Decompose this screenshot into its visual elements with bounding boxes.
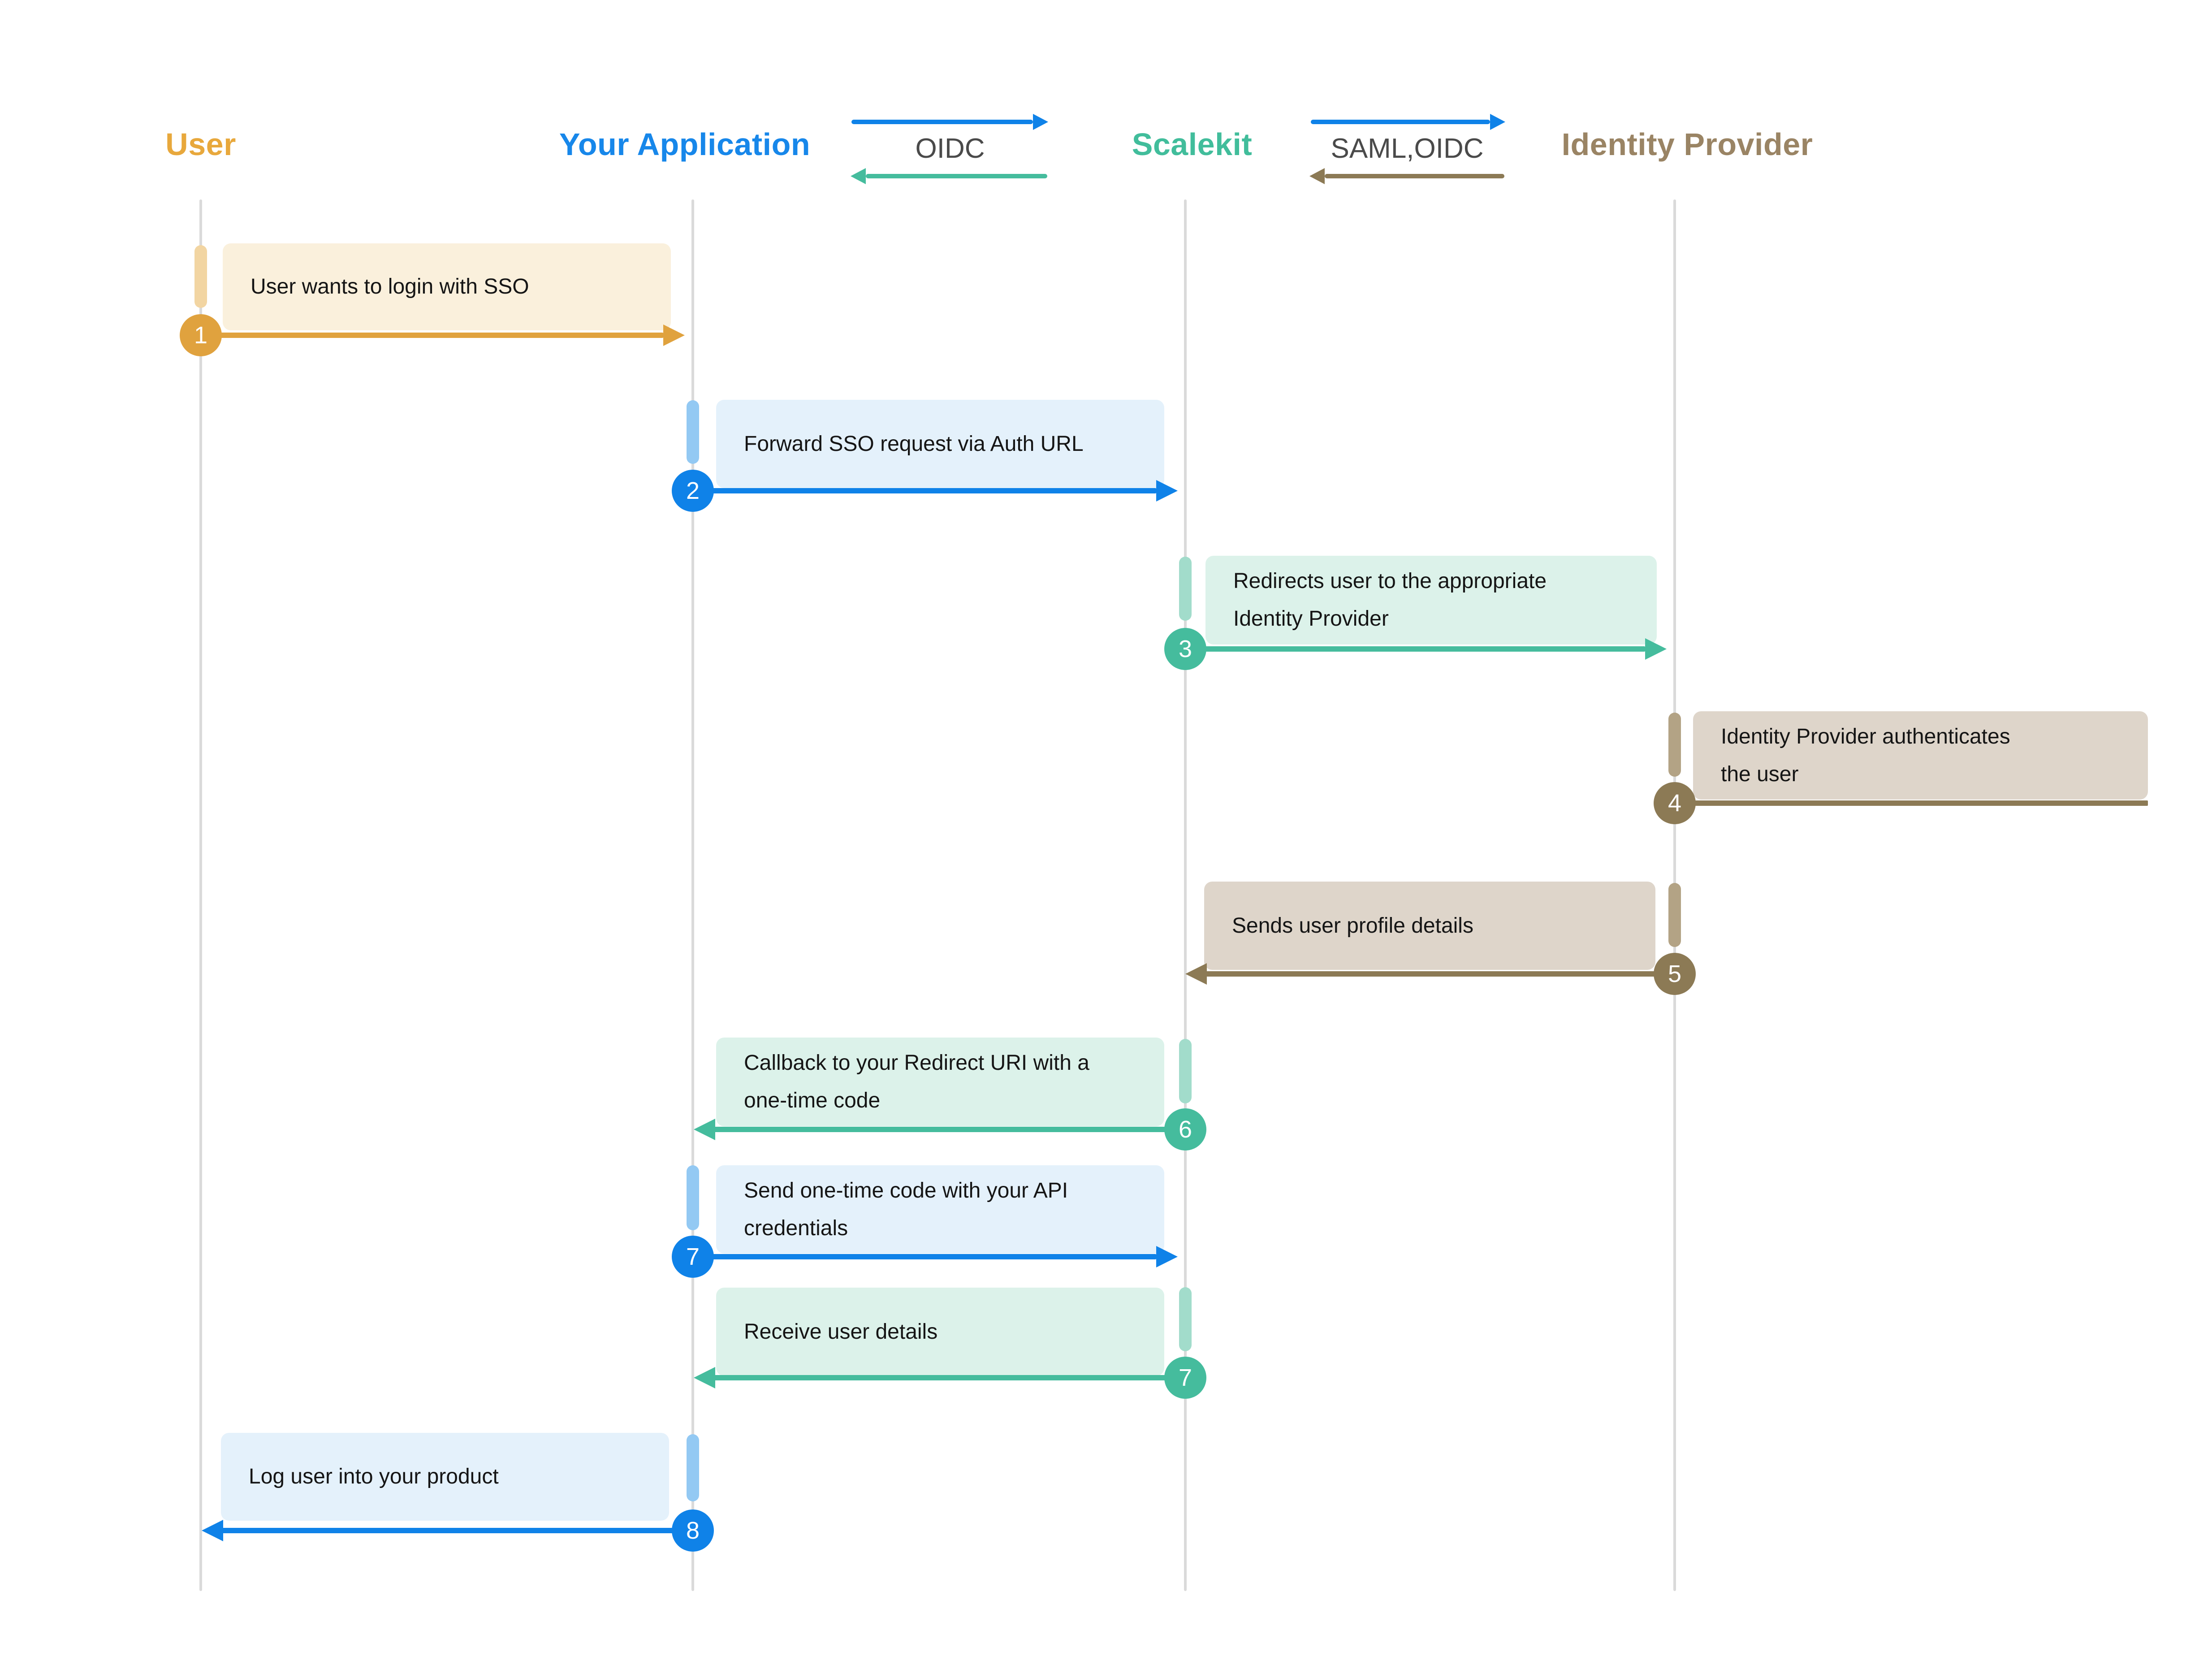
lifeline-scalekit [1184,199,1187,1591]
message-6-label: Callback to your Redirect URI with a one… [744,1051,1089,1112]
message-2-arrowhead [1156,480,1178,502]
message-7-step-number: 7 [686,1243,700,1270]
activation-bar-app-7 [687,1165,699,1230]
message-1-arrow-line [211,333,663,338]
message-6-arrowhead [694,1119,715,1140]
message-4-self-line [1684,800,2148,806]
message-5-step-badge: 5 [1654,953,1696,995]
message-7b-box: Receive user details [716,1288,1164,1376]
message-8-box: Log user into your product [221,1433,669,1521]
message-4-step-badge: 4 [1654,782,1696,824]
message-5-box: Sends user profile details [1204,882,1655,970]
message-7-arrowhead [1156,1246,1178,1267]
actor-identity-provider: Identity Provider [1561,127,1813,162]
message-2-box: Forward SSO request via Auth URL [716,400,1164,488]
activation-bar-user-1 [194,245,207,308]
activation-bar-scalekit-7 [1179,1287,1192,1351]
message-1-box: User wants to login with SSO [223,243,671,330]
message-3-arrow-line [1195,646,1645,652]
message-4-label: Identity Provider authenticates the user [1721,724,2010,786]
message-1-step-number: 1 [194,322,208,349]
message-6-box: Callback to your Redirect URI with a one… [716,1038,1164,1126]
message-5-arrow-line [1206,971,1665,977]
lifeline-your-application [691,199,694,1591]
message-5-step-number: 5 [1668,960,1682,987]
activation-bar-idp-5 [1668,883,1681,947]
message-1-label: User wants to login with SSO [251,275,529,298]
actor-scalekit: Scalekit [1132,127,1253,162]
message-3-box: Redirects user to the appropriate Identi… [1205,556,1657,644]
message-8-arrowhead [202,1520,223,1541]
message-2-arrow-line [703,488,1156,493]
message-5-arrowhead [1185,963,1207,985]
lifeline-user [199,199,202,1591]
message-3-step-badge: 3 [1164,628,1206,670]
saml-response-arrow-line [1325,174,1504,178]
message-5-label: Sends user profile details [1232,913,1473,938]
message-2-step-badge: 2 [672,470,714,512]
message-3-label: Redirects user to the appropriate Identi… [1233,569,1547,631]
message-2-label: Forward SSO request via Auth URL [744,432,1084,456]
message-1-arrowhead [663,324,685,346]
message-1-step-badge: 1 [180,314,222,356]
protocol-label-saml-oidc: SAML,OIDC [1331,133,1484,164]
saml-response-arrowhead [1309,168,1325,184]
message-7-label: Send one-time code with your API credent… [744,1178,1068,1240]
protocol-label-oidc: OIDC [915,133,985,164]
message-4-box: Identity Provider authenticates the user [1693,711,2148,800]
activation-bar-app-8 [687,1434,699,1501]
message-7b-step-badge: 7 [1164,1357,1206,1399]
message-7-box: Send one-time code with your API credent… [716,1165,1164,1254]
actor-your-application: Your Application [559,127,811,162]
message-7-arrow-line [703,1254,1156,1259]
message-7b-arrowhead [694,1367,715,1388]
activation-bar-scalekit-6 [1179,1039,1192,1103]
oidc-request-arrowhead [1033,114,1048,130]
message-7b-step-number: 7 [1178,1364,1192,1391]
message-8-label: Log user into your product [249,1465,499,1488]
message-8-step-number: 8 [686,1517,700,1544]
oidc-response-arrow-line [866,174,1047,178]
activation-bar-app-2 [687,400,699,464]
message-6-step-badge: 6 [1164,1108,1206,1150]
message-8-arrow-line [222,1528,683,1533]
message-3-step-number: 3 [1178,636,1192,662]
message-7b-label: Receive user details [744,1319,938,1344]
message-8-step-badge: 8 [672,1509,714,1552]
saml-request-arrow-line [1311,120,1490,124]
saml-request-arrowhead [1490,114,1505,130]
message-4-step-number: 4 [1668,790,1682,817]
message-7-step-badge: 7 [672,1236,714,1278]
message-6-arrow-line [714,1127,1175,1132]
message-3-arrowhead [1645,638,1667,660]
oidc-response-arrowhead [851,168,866,184]
message-2-step-number: 2 [686,477,700,504]
actor-user: User [165,127,236,162]
oidc-request-arrow-line [851,120,1033,124]
message-6-step-number: 6 [1178,1116,1192,1143]
activation-bar-idp-4 [1668,713,1681,777]
activation-bar-scalekit-3 [1179,557,1192,621]
message-7b-arrow-line [714,1375,1175,1380]
